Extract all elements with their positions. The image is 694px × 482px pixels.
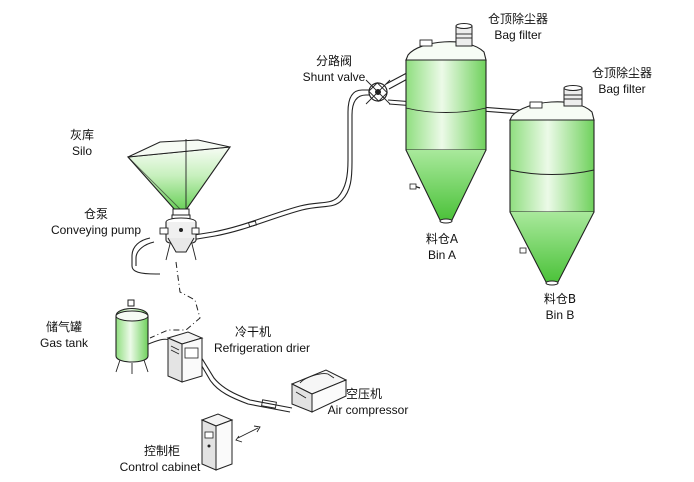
label-compressor-en: Air compressor (328, 403, 409, 417)
label-compressor-cn: 空压机 (346, 387, 382, 401)
shunt-valve-icon (365, 79, 391, 105)
air-compressor-icon (290, 369, 348, 413)
label-bin-b: 料仓B Bin B (544, 292, 576, 322)
label-filter-a-cn: 仓顶除尘器 (488, 11, 548, 26)
label-filter-a-en: Bag filter (494, 28, 541, 42)
label-drier-cn: 冷干机 (235, 325, 271, 339)
label-bin-a: 料仓A Bin A (426, 232, 459, 262)
air-supply-line (145, 261, 293, 413)
label-bin-b-en: Bin B (546, 308, 575, 322)
label-conveying-pump: 仓泵 Conveying pump (51, 207, 141, 237)
refrigeration-drier-icon (166, 331, 204, 383)
label-bin-a-cn: 料仓A (426, 232, 459, 246)
label-filter-b-en: Bag filter (598, 82, 645, 96)
label-bin-b-cn: 料仓B (544, 292, 576, 306)
label-silo: 灰库 Silo (70, 127, 94, 158)
label-valve-cn: 分路阀 (316, 53, 352, 68)
label-refrigeration-drier: 冷干机 Refrigeration drier (214, 325, 310, 355)
label-shunt-valve: 分路阀 Shunt valve (303, 53, 366, 84)
gas-tank-icon (115, 299, 149, 374)
label-valve-en: Shunt valve (303, 70, 366, 84)
label-bag-filter-a: 仓顶除尘器 Bag filter (488, 11, 548, 42)
label-cabinet-en: Control cabinet (120, 460, 201, 474)
label-gas-tank-en: Gas tank (40, 336, 89, 350)
bin-b-icon (509, 101, 595, 286)
label-pump-en: Conveying pump (51, 223, 141, 237)
label-air-compressor: 空压机 Air compressor (328, 387, 409, 417)
label-silo-en: Silo (72, 144, 92, 158)
bin-a-icon (405, 41, 487, 224)
label-gas-tank: 储气罐 Gas tank (40, 319, 89, 350)
label-pump-cn: 仓泵 (84, 207, 108, 221)
label-bin-a-en: Bin A (428, 248, 456, 262)
label-gas-tank-cn: 储气罐 (46, 319, 82, 334)
label-bag-filter-b: 仓顶除尘器 Bag filter (592, 65, 652, 96)
silo-icon (126, 139, 232, 216)
bag-filter-icon-b (529, 85, 583, 109)
label-drier-en: Refrigeration drier (214, 341, 310, 355)
label-control-cabinet: 控制柜 Control cabinet (120, 444, 201, 474)
label-cabinet-cn: 控制柜 (144, 444, 180, 458)
label-silo-cn: 灰库 (70, 127, 94, 142)
conveying-pump-icon (159, 214, 200, 261)
bag-filter-icon-a (419, 23, 473, 47)
control-cabinet-icon (200, 413, 261, 471)
label-filter-b-cn: 仓顶除尘器 (592, 65, 652, 80)
